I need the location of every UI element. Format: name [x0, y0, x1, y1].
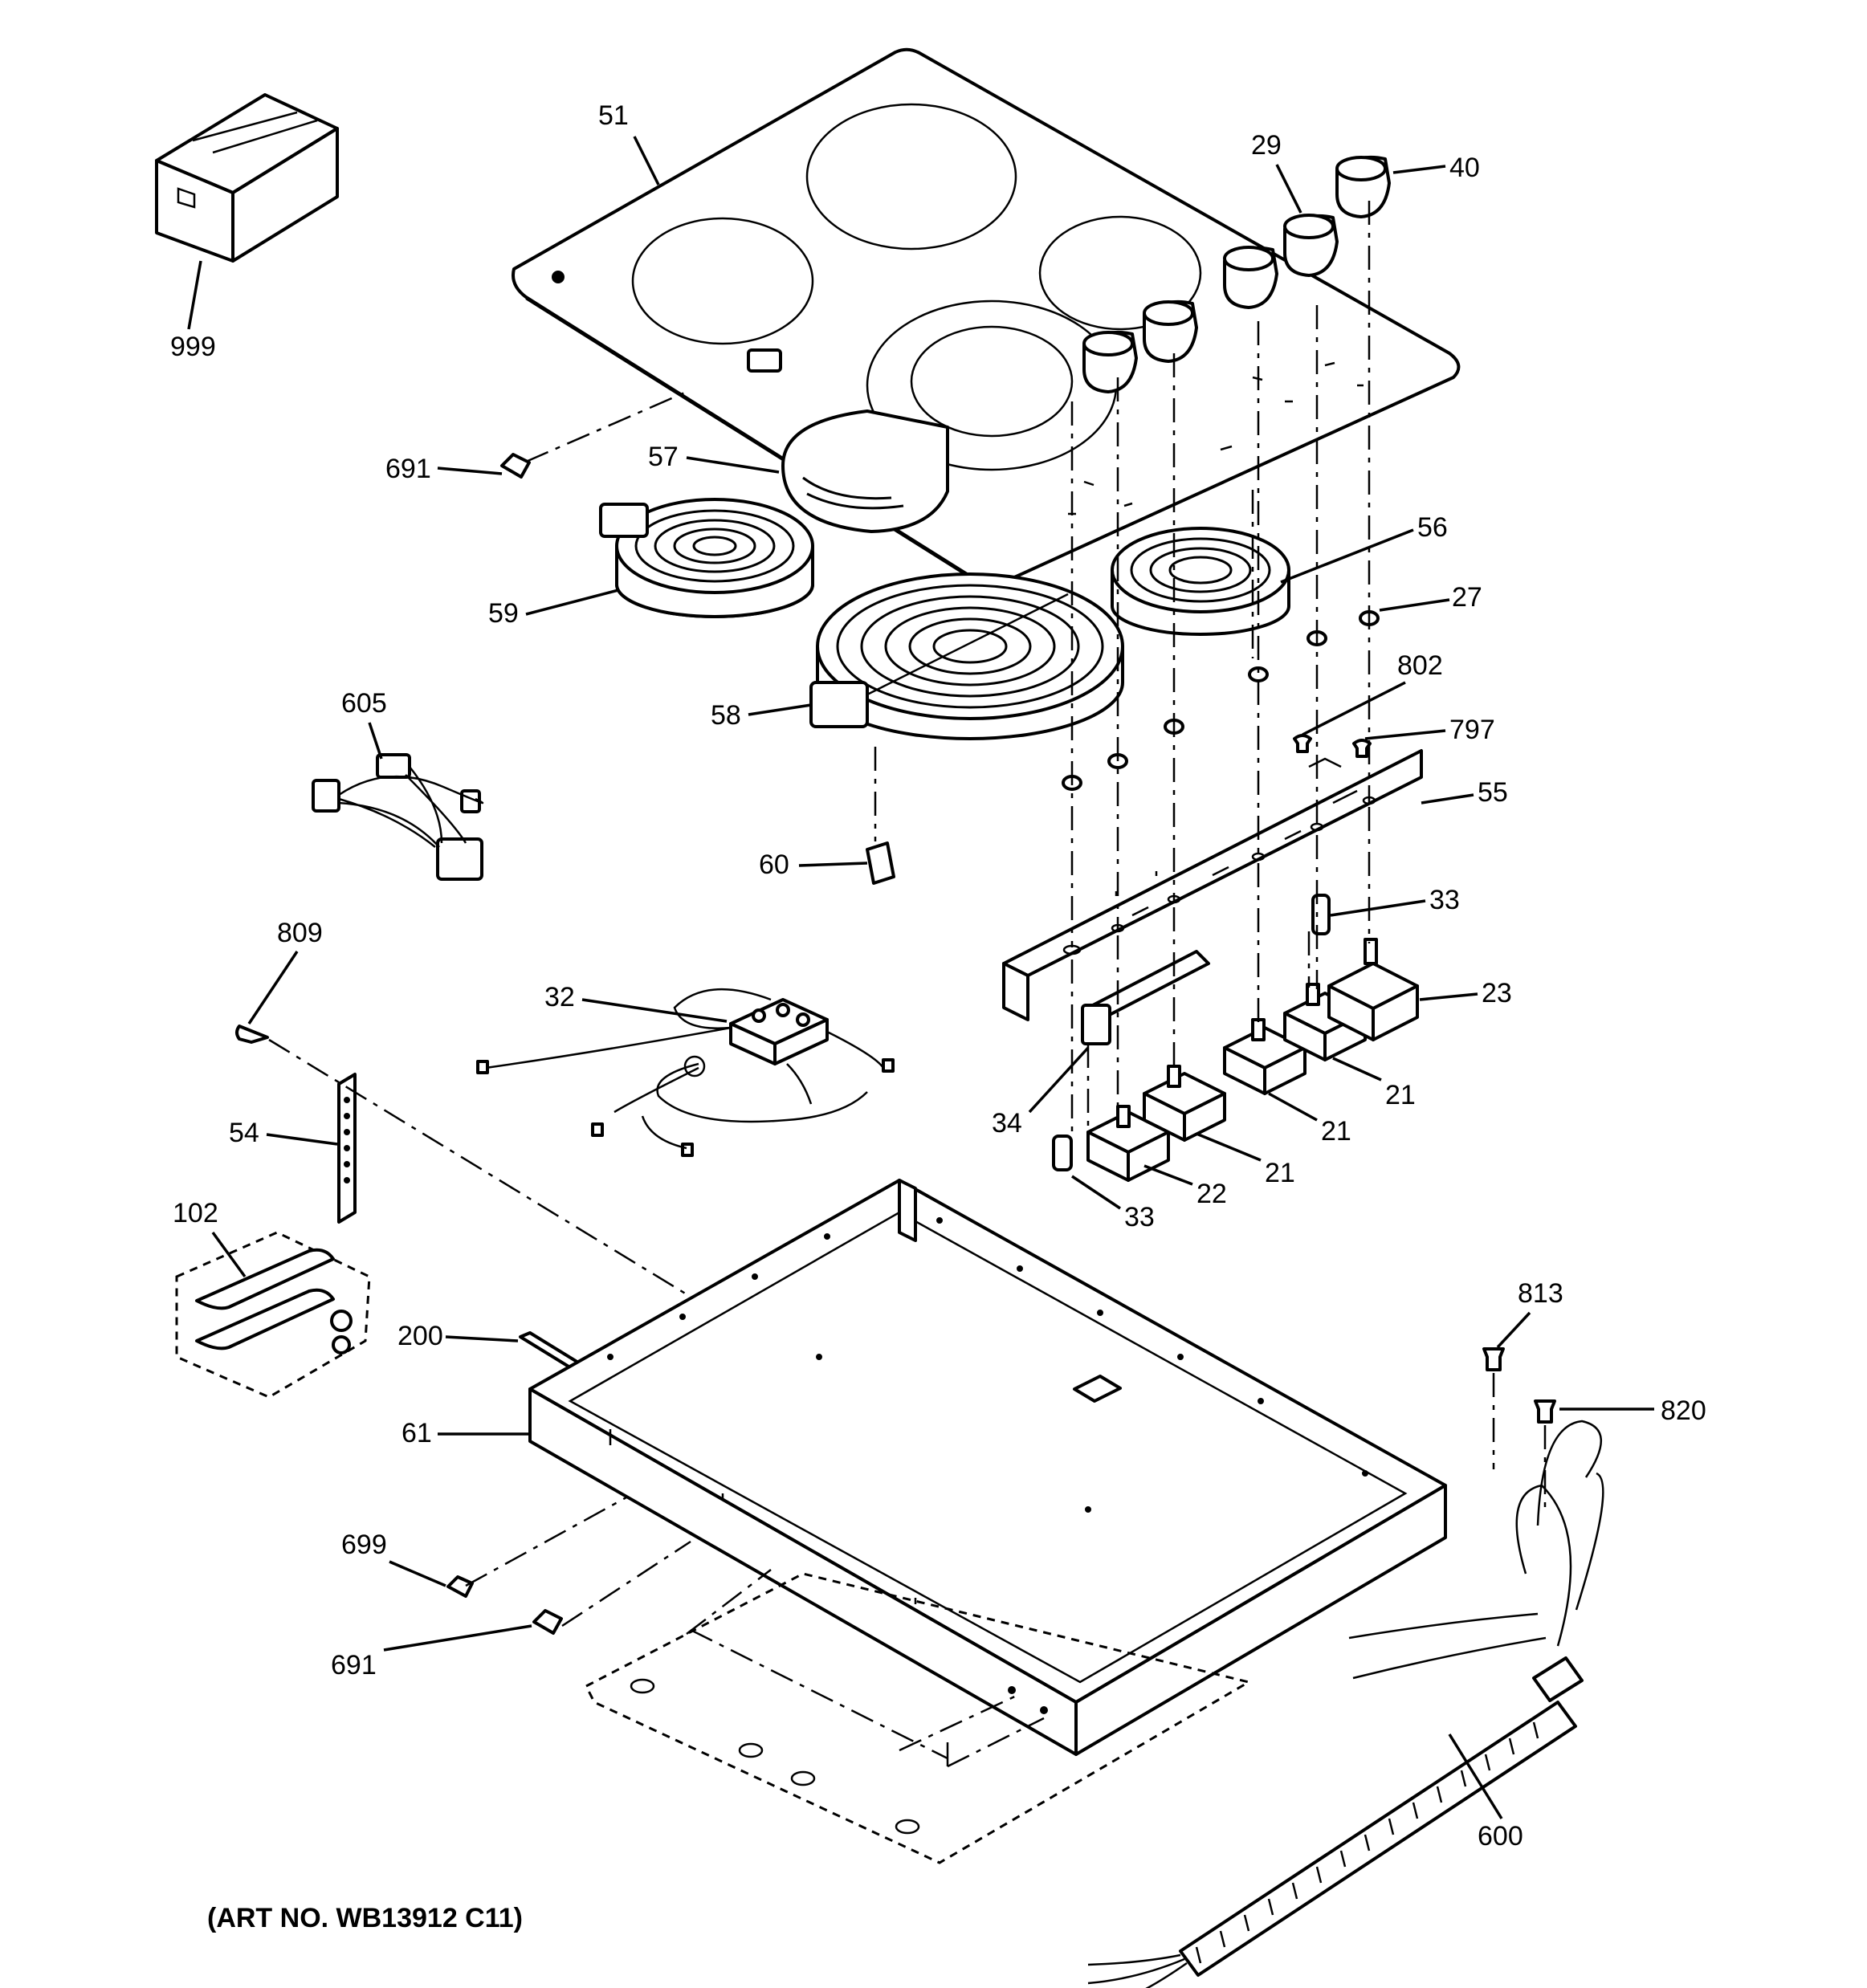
callout-51: 51 [598, 100, 629, 131]
switch-23 [1327, 938, 1419, 1041]
clip-60 [866, 841, 895, 885]
callout-605: 605 [341, 688, 387, 719]
callout-691-lower: 691 [331, 1650, 377, 1680]
terminal-block-32 [476, 988, 895, 1157]
callout-58: 58 [711, 700, 741, 731]
callout-797: 797 [1449, 715, 1495, 745]
callout-29: 29 [1251, 130, 1282, 161]
callout-813: 813 [1518, 1278, 1563, 1309]
literature-box-part [155, 93, 339, 263]
knob [1335, 155, 1391, 218]
strap-54 [337, 1073, 357, 1224]
callout-23: 23 [1482, 978, 1512, 1008]
callout-809: 809 [277, 918, 323, 948]
callout-40: 40 [1449, 153, 1480, 183]
callout-999: 999 [170, 332, 216, 362]
callout-57: 57 [648, 442, 679, 472]
knob [1143, 299, 1198, 363]
radiant-element-57 [781, 409, 949, 533]
assembly-lines [268, 201, 1547, 1768]
callout-691-upper: 691 [385, 454, 431, 484]
infinite-switches [1086, 938, 1419, 1182]
radiant-element-59 [599, 498, 814, 618]
knob [1223, 246, 1278, 309]
callout-55: 55 [1478, 777, 1508, 808]
callout-600: 600 [1478, 1821, 1523, 1852]
callout-leaders [187, 136, 1654, 1819]
callout-56: 56 [1417, 512, 1448, 543]
callout-22: 22 [1196, 1179, 1227, 1209]
callout-102: 102 [173, 1198, 218, 1228]
callout-21-left: 21 [1265, 1158, 1295, 1188]
callout-802: 802 [1397, 650, 1443, 681]
wire-harness-605 [312, 753, 484, 881]
base-tub-61 [528, 1179, 1447, 1756]
knob [1082, 330, 1138, 393]
callout-699: 699 [341, 1530, 387, 1560]
art-number: (ART NO. WB13912 C11) [207, 1903, 523, 1933]
bottom-plate [584, 1572, 1252, 1864]
callout-200: 200 [397, 1321, 443, 1351]
callout-21-middle: 21 [1321, 1116, 1351, 1147]
radiant-element-56 [1111, 527, 1290, 636]
screws-802-797 [1293, 734, 1372, 758]
radiant-element-58 [809, 572, 1124, 740]
switch-21 [1143, 1065, 1226, 1142]
callout-32: 32 [544, 982, 575, 1012]
screw-809 [235, 1025, 269, 1044]
knob [1283, 214, 1339, 277]
callout-34: 34 [992, 1108, 1022, 1139]
screws-lower [446, 453, 1556, 1635]
callout-27: 27 [1452, 582, 1482, 613]
callout-labels: 51 29 40 999 691 57 56 27 59 802 797 605… [170, 100, 1706, 1852]
control-knobs [1082, 155, 1391, 393]
callout-54: 54 [229, 1118, 259, 1148]
callout-33-upper: 33 [1429, 885, 1460, 915]
callout-820: 820 [1661, 1395, 1706, 1426]
callout-21-right: 21 [1385, 1080, 1416, 1110]
callout-33-lower: 33 [1124, 1202, 1155, 1232]
callout-59: 59 [488, 598, 519, 629]
callout-60: 60 [759, 849, 789, 880]
clamp-kit-102 [175, 1231, 371, 1399]
power-cord-600 [1087, 1420, 1604, 1988]
callout-61: 61 [402, 1418, 432, 1448]
